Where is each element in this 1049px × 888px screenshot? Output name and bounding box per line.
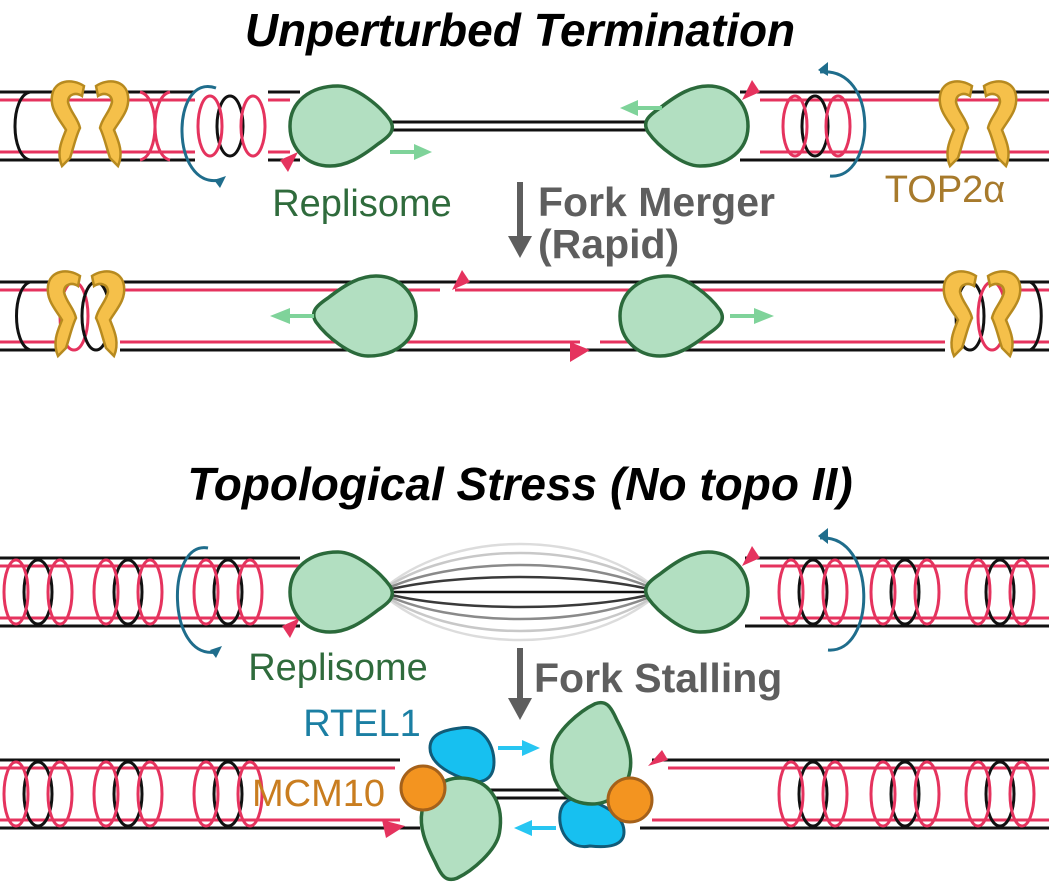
bottom-row2-dna	[0, 758, 1049, 830]
replisome	[311, 274, 418, 358]
mcm10-factor	[399, 764, 447, 812]
panel-top-title: Unperturbed Termination	[245, 4, 795, 56]
supercoil-arrow	[819, 536, 866, 652]
mcm10-label: MCM10	[252, 773, 385, 815]
mcm10-factor	[606, 776, 654, 824]
leading-strand-arrow	[280, 152, 298, 172]
replisome-label: Replisome	[272, 183, 452, 225]
top-row1-dna	[0, 90, 1049, 162]
fork-stalling-label: Fork Stalling	[534, 655, 782, 701]
arrowhead	[210, 646, 222, 658]
top-row2-dna	[0, 280, 1049, 352]
leading-strand-arrow	[742, 546, 760, 566]
leading-strand-arrow	[452, 270, 470, 290]
arrowhead	[214, 176, 226, 188]
fork-merger-arrow	[508, 182, 532, 258]
panel-bottom-title: Topological Stress (No topo II)	[187, 458, 852, 510]
supercoil-arrow	[819, 70, 867, 178]
rtel1-motion-arrow	[498, 740, 540, 756]
fork-stalling-arrow	[508, 648, 532, 720]
supercoil-arrow	[180, 85, 221, 182]
rtel1-label: RTEL1	[303, 703, 421, 745]
motion-arrow	[730, 308, 774, 324]
leading-strand-arrow	[570, 342, 590, 362]
leading-strand-arrow	[742, 80, 760, 100]
motion-arrow	[390, 144, 432, 160]
fork-merger-sublabel: (Rapid)	[538, 221, 679, 267]
motion-arrow	[620, 100, 662, 116]
replisome	[643, 550, 750, 634]
supercoil-arrow	[175, 546, 217, 654]
leading-strand-arrow	[648, 750, 668, 766]
bottom-row1-dna	[0, 556, 1049, 628]
replisome	[643, 84, 750, 168]
arrowhead	[818, 62, 828, 76]
motion-arrow	[270, 308, 314, 324]
replisome	[618, 274, 725, 358]
leading-strand-arrow	[282, 618, 300, 638]
arrowhead	[818, 528, 828, 544]
replisome	[288, 84, 395, 168]
replisome-label: Replisome	[248, 647, 428, 689]
catenated-strands	[379, 542, 661, 642]
leading-strand-arrow	[382, 820, 405, 838]
replisome	[288, 550, 395, 634]
rtel1-motion-arrow	[514, 820, 556, 836]
fork-merger-label: Fork Merger	[538, 179, 775, 225]
top2a-label: TOP2α	[885, 169, 1006, 211]
